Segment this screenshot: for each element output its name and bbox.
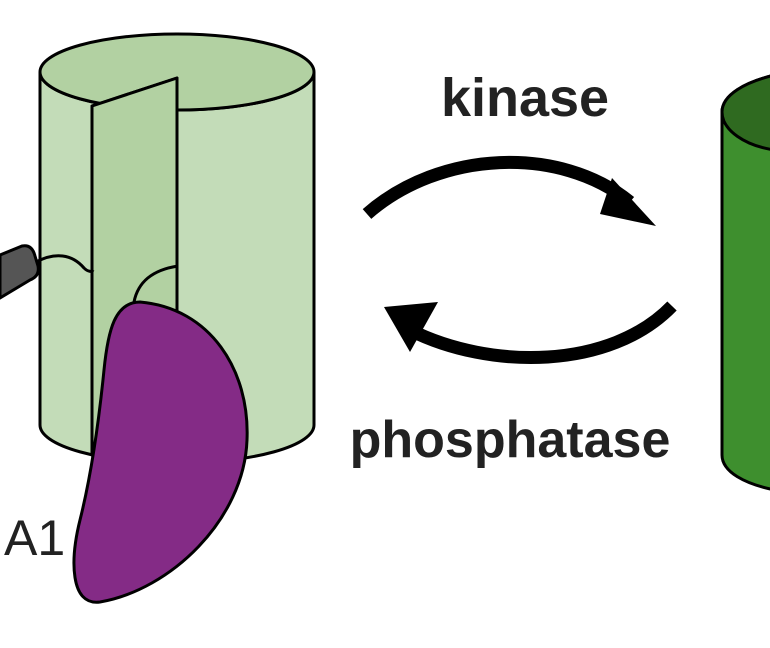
tether-rod bbox=[0, 244, 40, 300]
dark-cylinder bbox=[720, 74, 770, 491]
dark-cylinder-top bbox=[720, 74, 770, 151]
protein-blob bbox=[72, 300, 249, 604]
kinase-label: kinase bbox=[441, 68, 609, 128]
phosphatase-arrowhead bbox=[384, 302, 438, 352]
phosphatase-label: phosphatase bbox=[350, 411, 671, 469]
kinase-arrowhead bbox=[600, 178, 656, 226]
phosphatase-arrow bbox=[384, 301, 677, 365]
tether-wire bbox=[35, 254, 95, 273]
tether bbox=[0, 244, 179, 303]
protein-linker bbox=[132, 264, 179, 303]
phosphatase-arrow-shaft bbox=[407, 301, 677, 365]
kinase-arrow bbox=[362, 155, 656, 226]
kinase-arrow-shaft bbox=[362, 155, 635, 219]
protein-name-label: A1 bbox=[4, 510, 65, 566]
